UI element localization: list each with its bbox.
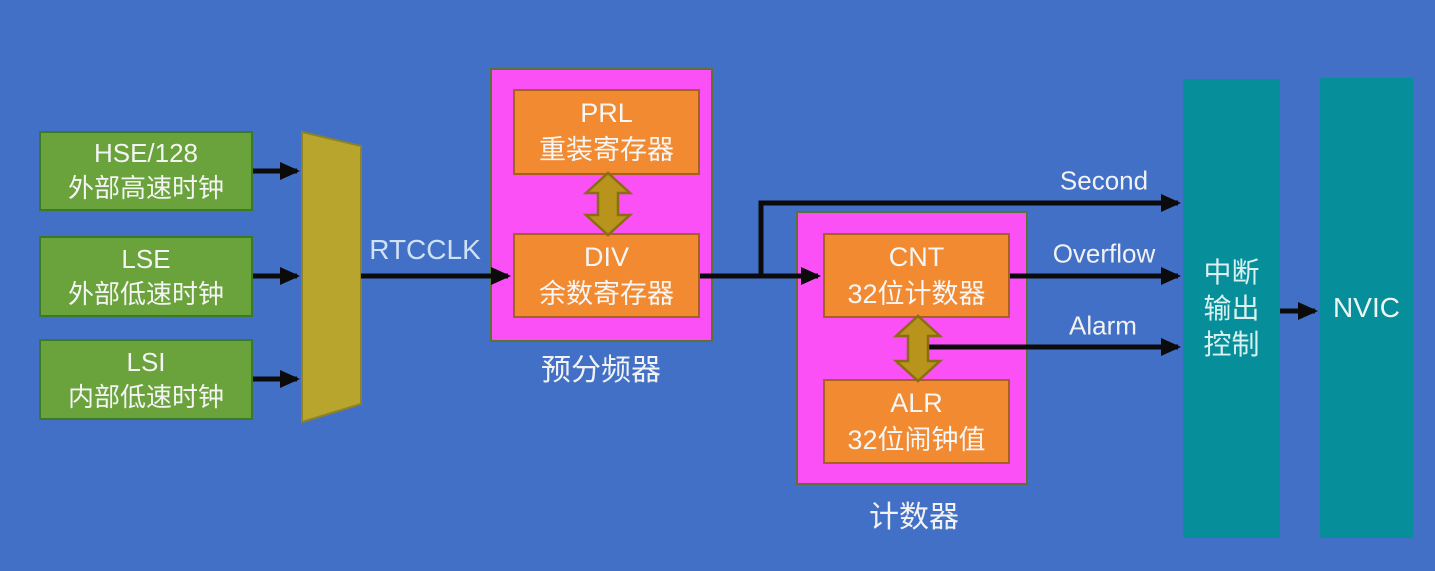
rtcclk-label: RTCCLK	[369, 234, 481, 265]
clock-source-lsi: LSI 内部低速时钟	[39, 339, 253, 420]
div-register-name: DIV	[583, 241, 629, 272]
prescaler-caption: 预分频器	[541, 354, 661, 387]
cnt-register: CNT 32位计数器	[823, 233, 1010, 318]
alarm-label: Alarm	[1069, 310, 1137, 341]
overflow-label: Overflow	[1052, 238, 1156, 269]
clock-source-lse-desc: 外部低速时钟	[67, 278, 224, 309]
interrupt-output-control-line3: 控制	[1203, 328, 1260, 360]
alr-register: ALR 32位闹钟值	[823, 379, 1010, 464]
interrupt-output-control-box: 中断 输出 控制	[1183, 79, 1280, 538]
cnt-register-name: CNT	[888, 241, 945, 272]
interrupt-output-control-line2: 输出	[1203, 292, 1260, 324]
alr-register-name: ALR	[890, 387, 943, 418]
interrupt-output-control-line1: 中断	[1203, 256, 1260, 288]
prl-register-desc: 重装寄存器	[539, 135, 674, 165]
counter-caption: 计数器	[869, 501, 959, 534]
prl-register: PRL 重装寄存器	[513, 89, 700, 175]
div-register: DIV 余数寄存器	[513, 233, 700, 318]
cnt-register-desc: 32位计数器	[847, 278, 986, 309]
clock-source-lse-name: LSE	[121, 243, 171, 274]
clock-mux-trapezoid	[301, 130, 362, 424]
clock-source-hse-desc: 外部高速时钟	[67, 173, 224, 203]
clock-source-hse: HSE/128 外部高速时钟	[39, 131, 253, 211]
clock-source-lse: LSE 外部低速时钟	[39, 236, 253, 317]
nvic-label: NVIC	[1333, 292, 1400, 323]
clock-source-lsi-desc: 内部低速时钟	[67, 381, 224, 412]
clock-source-hse-name: HSE/128	[93, 138, 199, 168]
clock-source-lsi-name: LSI	[126, 346, 166, 377]
second-label: Second	[1059, 165, 1149, 196]
prl-register-name: PRL	[580, 98, 633, 128]
div-register-desc: 余数寄存器	[539, 278, 674, 309]
alr-register-desc: 32位闹钟值	[847, 424, 986, 455]
nvic-box: NVIC	[1320, 78, 1413, 538]
